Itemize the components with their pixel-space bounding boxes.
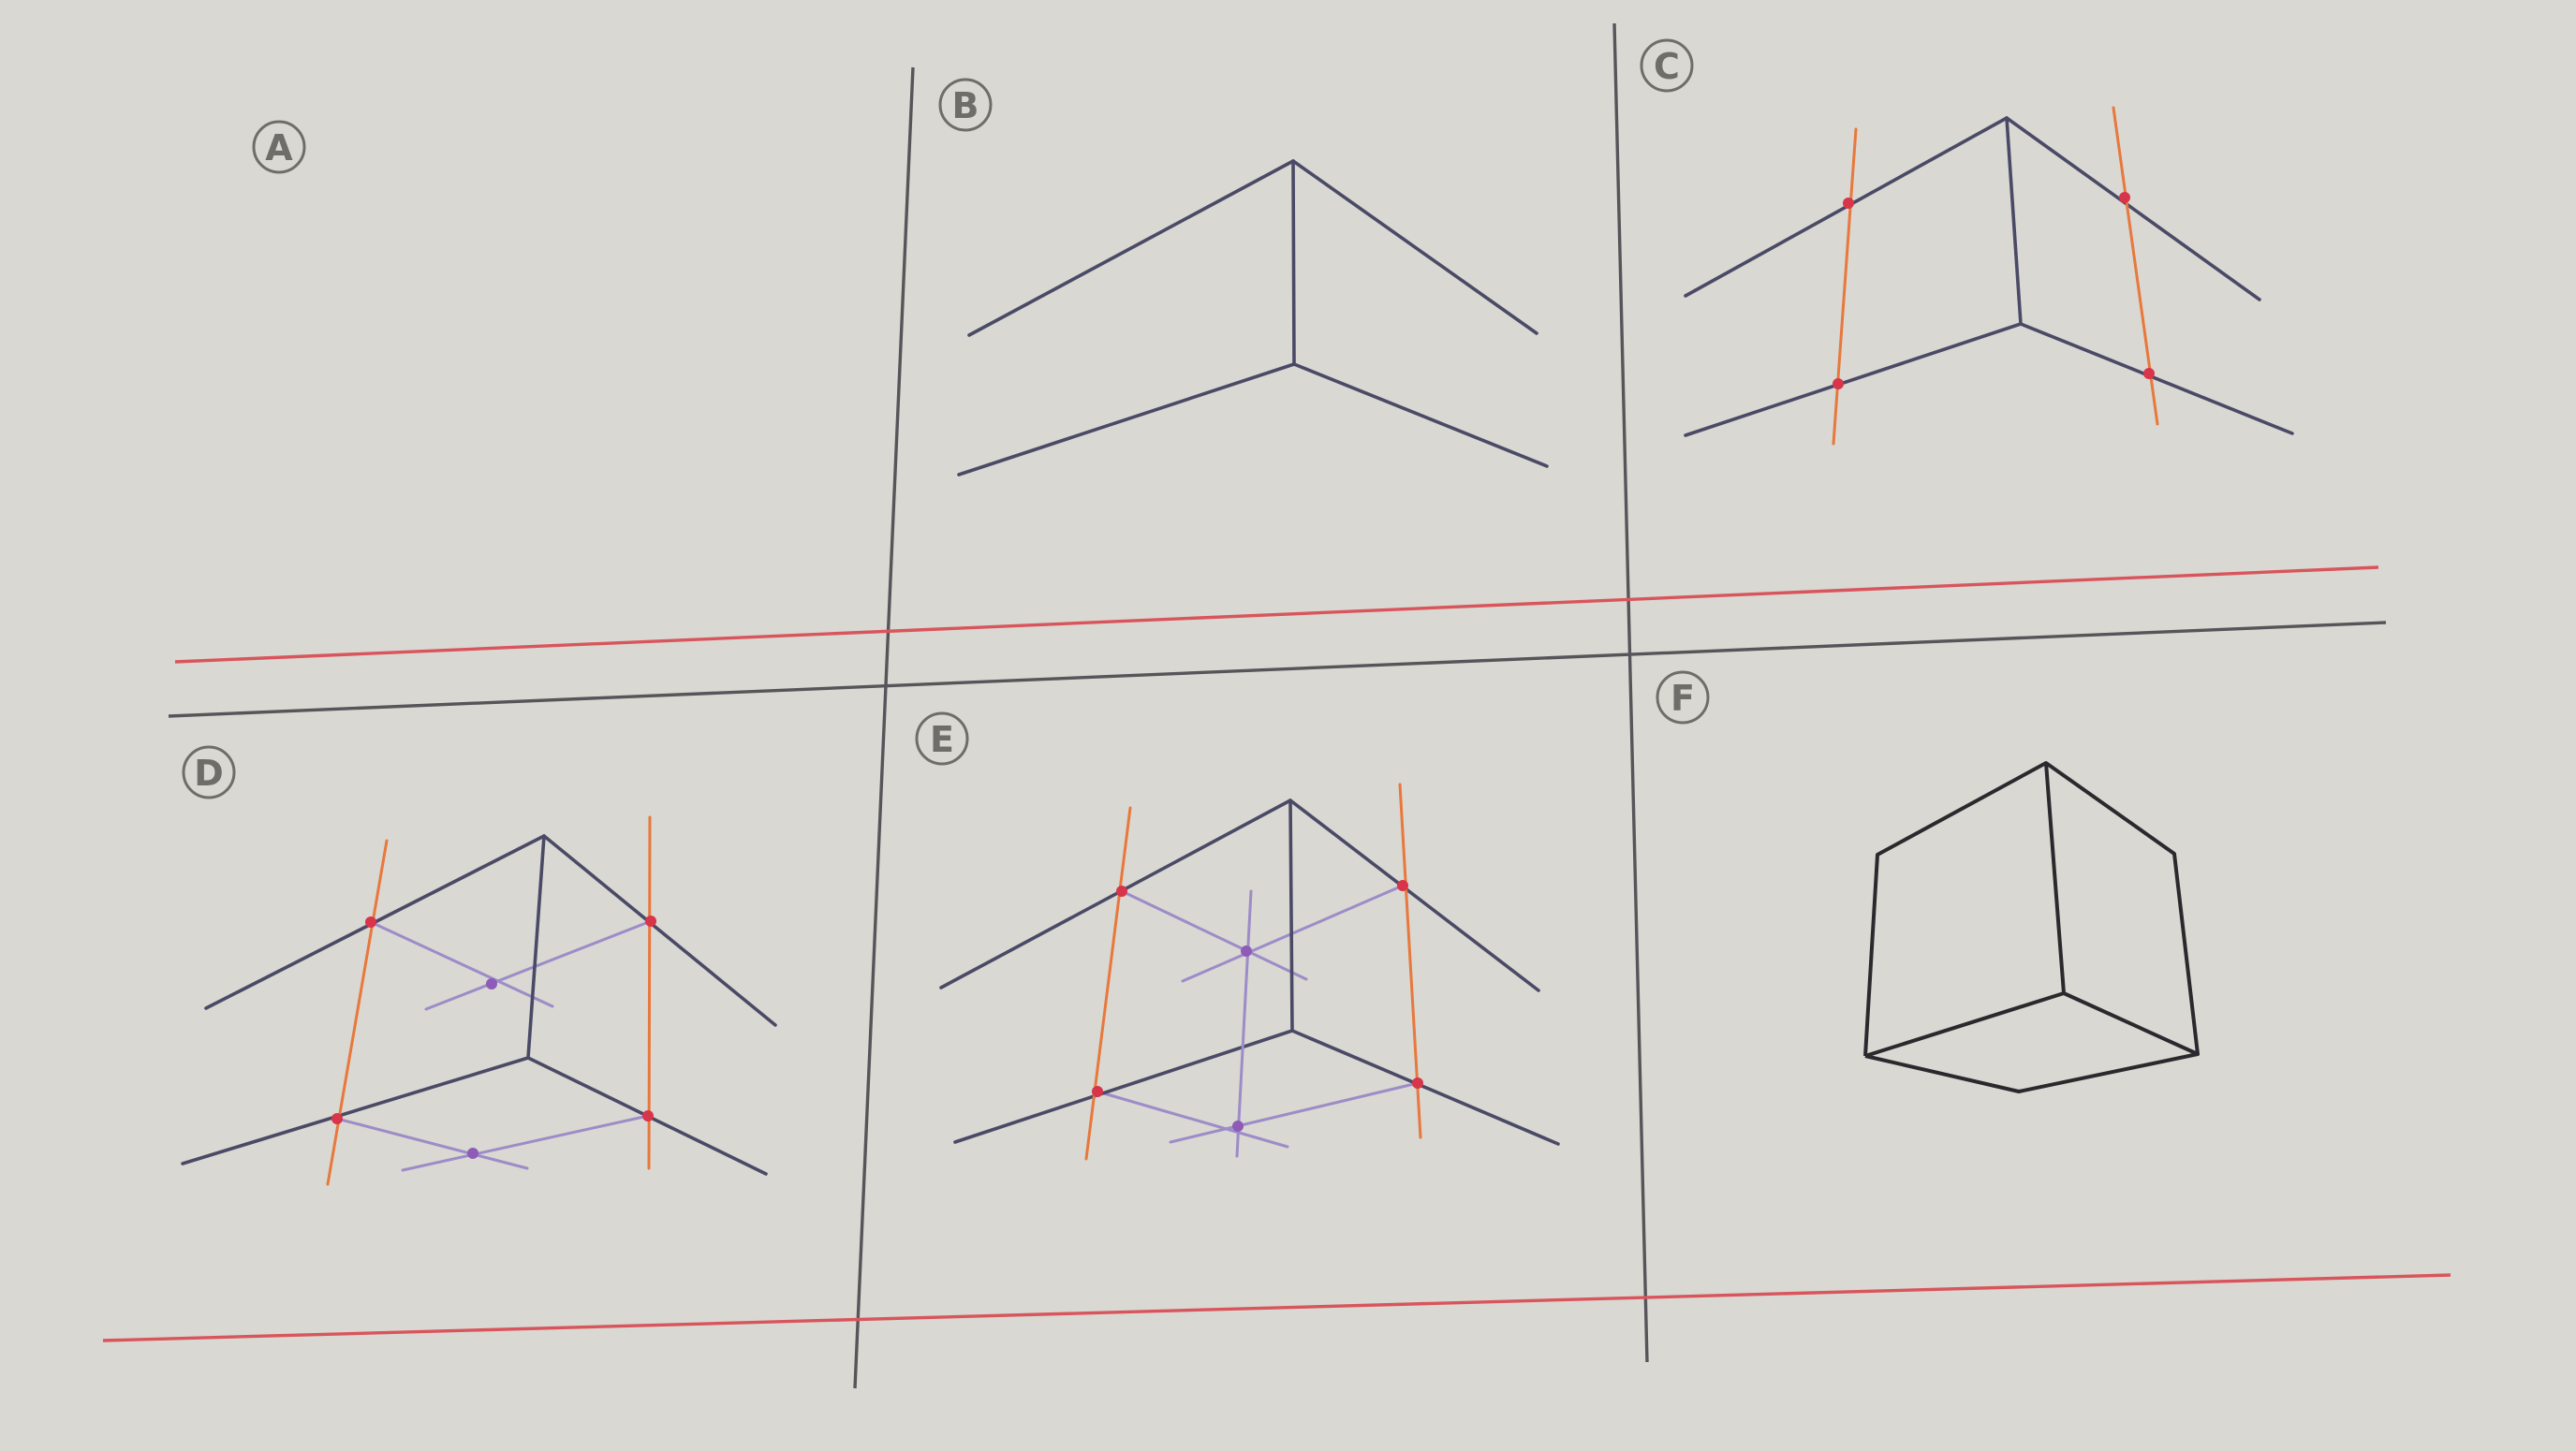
- panel-d-corner: [181, 834, 777, 1176]
- panel-f-label-text: F: [1671, 678, 1695, 719]
- panel-e-points: [1092, 880, 1423, 1132]
- panel-d-diagonals: [335, 919, 653, 1172]
- panel-b-label: B: [938, 78, 993, 132]
- panel-f: F: [1656, 670, 2200, 1093]
- grid-dividers: [102, 22, 2451, 1389]
- vertical-divider-right: [1612, 22, 1649, 1363]
- panel-b: B: [938, 78, 1549, 476]
- panel-a-label-text: A: [265, 127, 293, 169]
- panel-d-points: [331, 916, 656, 1159]
- panel-e-label: E: [915, 711, 969, 766]
- panel-f-cube: [1863, 761, 2200, 1093]
- panel-e-label-text: E: [930, 719, 954, 760]
- panel-e-diagonals: [1096, 884, 1420, 1149]
- panel-d-label-text: D: [194, 753, 224, 794]
- panel-d-label: D: [182, 745, 236, 799]
- panel-c-label-text: C: [1654, 46, 1680, 87]
- red-rule-middle: [174, 565, 2379, 664]
- red-rule-bottom: [102, 1273, 2451, 1342]
- horizontal-divider: [168, 621, 2387, 718]
- panel-c-label: C: [1640, 38, 1694, 93]
- panel-c-points: [1833, 192, 2155, 389]
- panel-a-label: A: [252, 120, 306, 174]
- panel-c: C: [1640, 38, 2294, 446]
- panel-e-corner: [939, 799, 1560, 1146]
- panel-c-verticals: [1832, 106, 2159, 446]
- panel-f-label: F: [1656, 670, 1710, 725]
- panel-e: E: [915, 711, 1560, 1161]
- vertical-divider-left: [853, 66, 915, 1389]
- panel-c-corner: [1684, 116, 2294, 437]
- panel-b-label-text: B: [952, 85, 979, 126]
- panel-e-back-vertical: [1235, 889, 1253, 1158]
- panel-b-corner: [957, 159, 1549, 476]
- panel-a: A: [252, 120, 306, 174]
- panel-d-verticals: [326, 815, 652, 1186]
- panel-d: D: [181, 745, 777, 1186]
